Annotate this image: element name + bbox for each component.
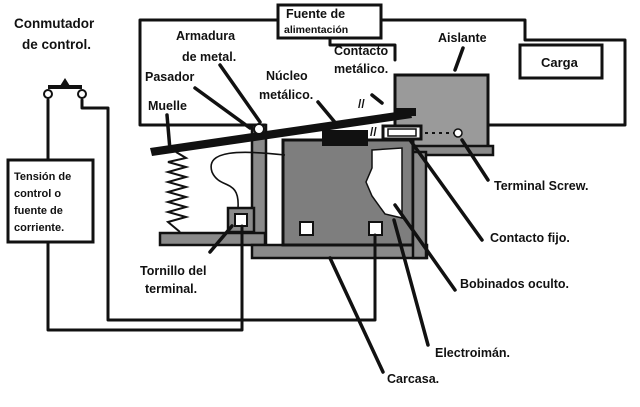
label-metal-core-line-2: metálico. [259,88,313,102]
label-housing: Carcasa. [387,372,439,386]
label-insulator: Aislante [438,31,487,45]
label-control-voltage: Tensión de control o fuente de corriente… [14,171,74,234]
label-load: Carga [541,55,579,70]
label-metal-core-line-1: Núcleo [266,69,308,83]
label-power-source-line-2: alimentación [284,24,348,36]
label-hidden-windings: Bobinados oculto. [460,277,569,291]
leader-terminal-screw [460,138,490,182]
label-control-voltage-line-1: Tensión de [14,171,71,183]
label-metal-armature-line-2: de metal. [182,50,236,64]
leader-pin [193,86,252,130]
label-metal-core: Núcleo metálico. [259,69,313,102]
housing-window-left [299,221,314,236]
frame-base [158,231,267,247]
motion-hint-upper: // [358,97,365,111]
label-metal-contact: Contacto metálico. [334,44,392,76]
pin-pivot [253,123,265,135]
label-metal-armature-line-1: Armadura [176,29,236,43]
label-terminal-screw-es: Tornillo del terminal. [140,264,210,296]
leader-electromagnet [392,218,430,347]
hidden-windings-cutout [365,147,403,219]
label-commutator-line-1: Conmutador [14,16,95,31]
coil-wire [210,151,286,209]
leader-insulator [453,46,465,72]
label-terminal-screw-es-line-1: Tornillo del [140,264,206,278]
leader-metal-contact [370,93,384,105]
label-power-source-line-1: Fuente de [286,7,345,21]
armature-to-source-wire [138,18,280,127]
label-metal-contact-line-1: Contacto [334,44,389,58]
fixed-contact-inner [387,128,417,137]
control-wire-right [80,98,377,322]
label-control-voltage-line-4: corriente. [14,222,64,234]
label-control-voltage-line-3: fuente de [14,205,63,217]
motion-hint-lower: // [370,125,377,139]
label-control-voltage-line-2: control o [14,188,61,200]
metal-armature-bar [150,110,412,156]
label-electromagnet: Electroimán. [435,346,510,360]
leader-metal-core [316,100,340,128]
control-switch-icon [43,78,87,99]
leader-metal-armature [218,63,262,124]
power-source-wire [328,36,397,62]
leader-hidden-windings [393,203,457,292]
label-metal-armature: Armadura de metal. [176,29,239,64]
terminal-screw-head [234,213,248,227]
label-metal-contact-line-2: metálico. [334,62,388,76]
housing-window-right [368,221,383,236]
top-loop-wire [379,18,627,127]
terminal-screw-dot [453,128,463,138]
label-terminal-screw-es-line-2: terminal. [145,282,197,296]
label-pin: Pasador [145,70,194,84]
leader-housing [328,256,385,374]
leader-spring [165,113,172,152]
label-commutator: Conmutador de control. [14,16,98,52]
leader-terminal-screw-es [208,224,234,254]
metal-core [322,130,368,146]
label-fixed-contact: Contacto fijo. [490,231,570,245]
spring [164,151,190,233]
label-commutator-line-2: de control. [22,37,91,52]
load-box [518,43,604,80]
leader-fixed-contact [408,138,484,242]
control-voltage-box [6,158,95,244]
label-power-source: Fuente de alimentación [284,7,349,36]
label-terminal-screw: Terminal Screw. [494,179,588,193]
label-spring: Muelle [148,99,187,113]
metal-contact-tip [396,108,416,116]
